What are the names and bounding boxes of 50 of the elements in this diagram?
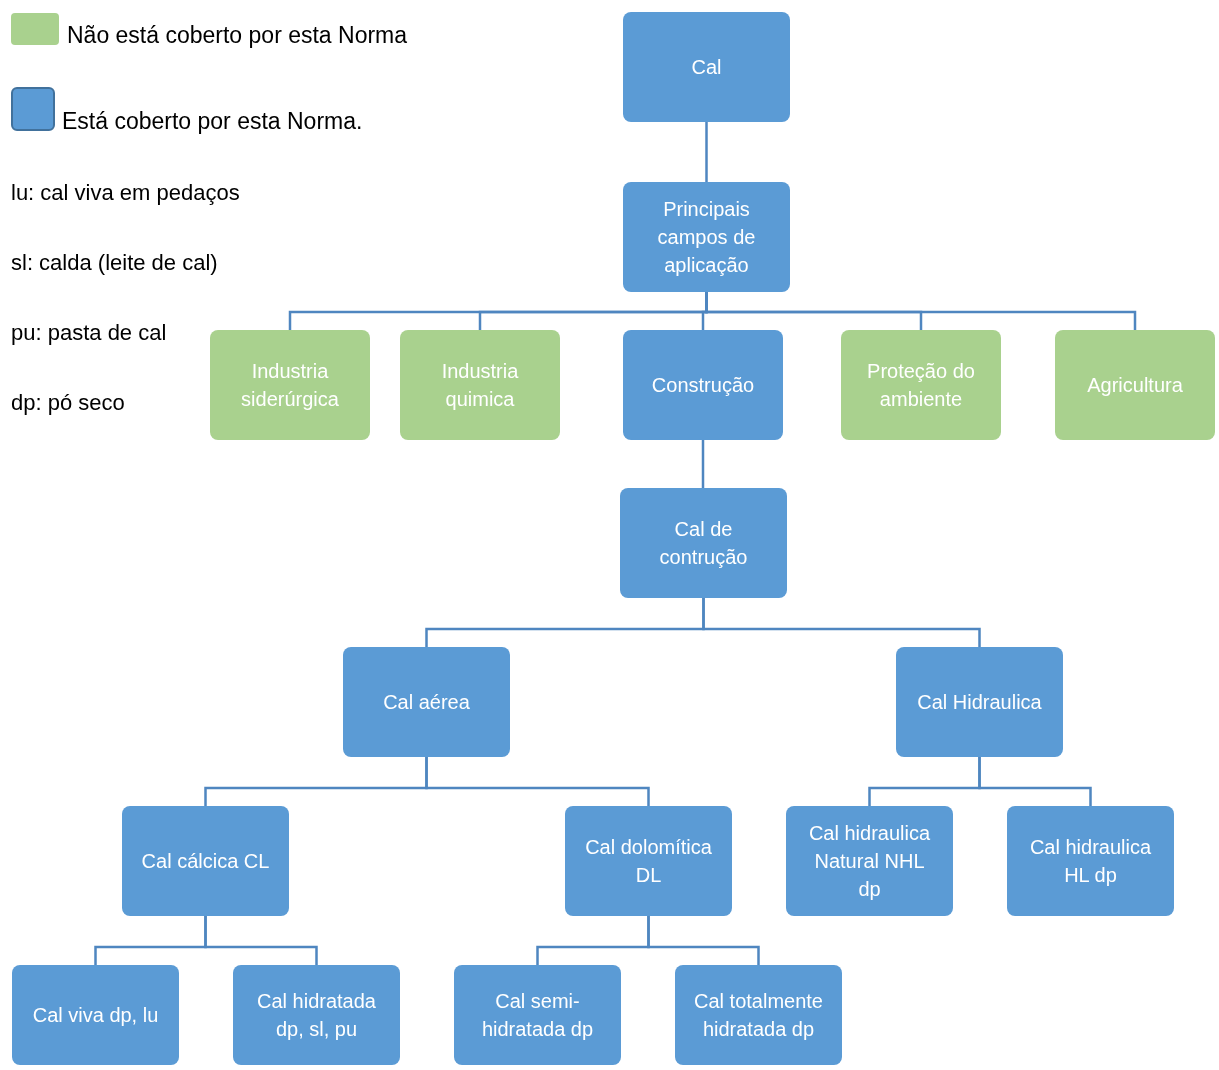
abbreviation-note: lu: cal viva em pedaços — [11, 179, 240, 207]
abbreviation-note: sl: calda (leite de cal) — [11, 249, 218, 277]
category-box — [12, 965, 179, 1065]
category-box — [1055, 330, 1215, 440]
box-label: Cal dolomítica DL — [584, 835, 713, 888]
category-box — [210, 330, 370, 440]
category-box — [623, 182, 790, 292]
category-box — [896, 647, 1063, 757]
legend-text: Está coberto por esta Norma. — [62, 107, 363, 136]
category-box — [233, 965, 400, 1065]
box-label: Principais campos de aplicação — [656, 197, 757, 278]
connector-line — [978, 757, 1092, 806]
connector-line — [425, 757, 650, 806]
box-label: Cal totalmente hidratada dp — [693, 989, 824, 1042]
category-box — [623, 12, 790, 122]
box-label: Proteção do ambiente — [866, 359, 976, 412]
category-box — [343, 647, 510, 757]
category-box — [1007, 806, 1174, 916]
connector-line — [705, 122, 708, 182]
legend-text: Não está coberto por esta Norma — [67, 21, 408, 50]
connector-line — [701, 440, 705, 488]
category-box — [400, 330, 560, 440]
category-box — [675, 965, 842, 1065]
connector-line — [647, 916, 760, 965]
box-label: Cal hidraulica HL dp — [1028, 835, 1153, 888]
connector-line — [702, 598, 981, 647]
box-label: Cal — [691, 55, 722, 80]
box-label: Agricultura — [1087, 373, 1183, 398]
box-label: Industria siderúrgica — [240, 359, 340, 412]
category-box — [122, 806, 289, 916]
category-box — [565, 806, 732, 916]
box-label: Cal hidraulica Natural NHL dp — [807, 821, 932, 902]
box-label: Cal Hidraulica — [917, 690, 1042, 715]
category-box — [454, 965, 621, 1065]
box-label: Cal cálcica CL — [141, 849, 270, 874]
box-label: Cal hidratada dp, sl, pu — [256, 989, 377, 1042]
connector-line — [204, 916, 318, 965]
abbreviation-note: dp: pó seco — [11, 389, 125, 417]
abbreviation-note: pu: pasta de cal — [11, 319, 167, 347]
box-label: Cal aérea — [383, 690, 470, 715]
category-box — [620, 488, 787, 598]
connector-line — [705, 292, 1137, 330]
category-box — [841, 330, 1001, 440]
box-label: Industria quimica — [440, 359, 520, 412]
category-box — [786, 806, 953, 916]
box-label: Cal de contrução — [658, 517, 749, 570]
box-label: Construção — [651, 373, 755, 398]
box-label: Cal semi-hidratada dp — [480, 989, 595, 1042]
box-label: Cal viva dp, lu — [32, 1003, 159, 1028]
category-box — [623, 330, 783, 440]
